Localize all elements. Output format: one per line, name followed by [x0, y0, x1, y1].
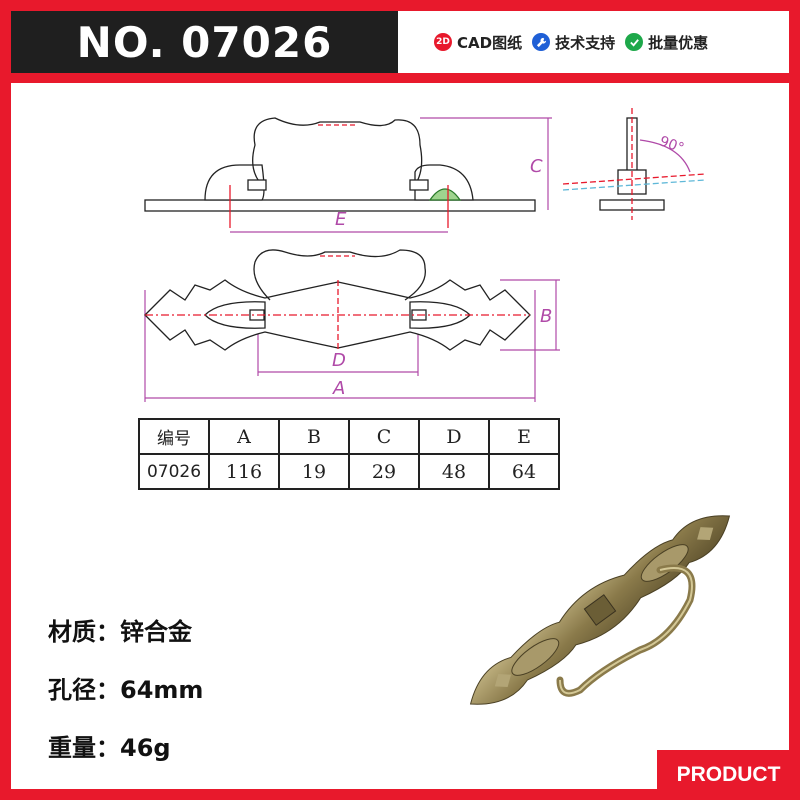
- table-header-cell: D: [418, 418, 490, 455]
- header-divider: [11, 73, 789, 83]
- top-view-drawing: [144, 249, 531, 351]
- product-tag: PRODUCT: [657, 750, 800, 800]
- dimension-lines: [144, 117, 560, 402]
- page-frame: [11, 11, 789, 789]
- table-header-cell: 编号: [138, 418, 210, 455]
- spec-material: 材质：锌合金: [48, 618, 192, 646]
- table-header-cell: C: [348, 418, 420, 455]
- table-header-cell: E: [488, 418, 560, 455]
- feature-cad-label: CAD图纸: [457, 33, 523, 52]
- table-cell: 64: [488, 453, 560, 490]
- dimension-label-b: B: [540, 306, 552, 327]
- table-header-cell: B: [278, 418, 350, 455]
- table-header-cell: A: [208, 418, 280, 455]
- feature-support-label: 技术支持: [555, 33, 616, 52]
- spec-list: 材质：锌合金 孔径：64mm 重量：46g: [48, 612, 203, 786]
- dimension-label-a: A: [332, 378, 345, 399]
- feature-discount-label: 批量优惠: [648, 33, 709, 52]
- spec-hole-pitch: 孔径：64mm: [48, 676, 204, 704]
- feature-support: 技术支持: [532, 32, 615, 53]
- feature-cad: 2D CAD图纸: [434, 32, 522, 53]
- dimension-table: 编号 A B C D E 07026 116 19 29 48 64: [138, 418, 560, 490]
- table-cell: 48: [418, 453, 490, 490]
- dimension-label-d: D: [332, 350, 346, 371]
- side-view-drawing: [144, 117, 536, 228]
- product-number-title: NO. 07026: [11, 11, 398, 73]
- table-cell: 29: [348, 453, 420, 490]
- handle-backplate: [469, 515, 731, 705]
- spec-weight: 重量：46g: [48, 734, 171, 762]
- wrench-icon: [532, 33, 551, 51]
- dimension-label-e: E: [335, 209, 347, 230]
- end-view-drawing: [562, 108, 706, 220]
- check-icon: [625, 33, 644, 51]
- dimension-label-c: C: [530, 156, 543, 177]
- table-cell: 19: [278, 453, 350, 490]
- feature-bar: 2D CAD图纸 技术支持 批量优惠: [412, 14, 785, 70]
- 2d-badge-icon: 2D: [434, 33, 452, 51]
- feature-discount: 批量优惠: [625, 32, 708, 53]
- angle-label: 90°: [657, 133, 686, 157]
- table-row: 07026 116 19 29 48 64: [138, 453, 560, 490]
- table-cell: 07026: [138, 453, 210, 490]
- table-cell: 116: [208, 453, 280, 490]
- dimension-table-header: 编号 A B C D E: [138, 418, 560, 455]
